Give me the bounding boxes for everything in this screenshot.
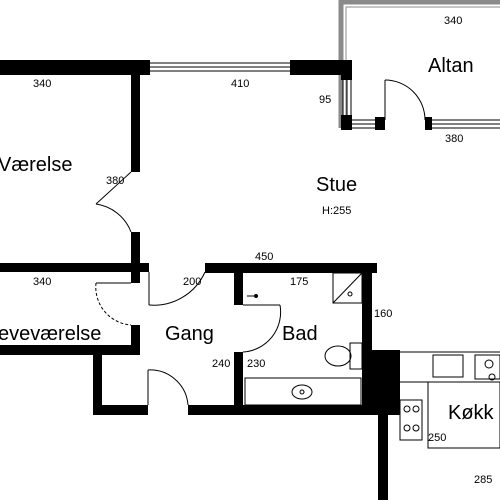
dim-altan-left: 95 [319, 94, 331, 106]
dim-stue-top: 410 [231, 78, 249, 90]
dim-vaerelse-top: 340 [33, 78, 51, 90]
walls [0, 60, 432, 500]
room-label-gaestevaerelse: eveværelse [0, 323, 101, 345]
dim-bad-top: 175 [290, 276, 308, 288]
dim-gang-top-wide: 450 [255, 251, 273, 263]
dim-bad-left: 230 [247, 358, 265, 370]
balcony-railing [338, 0, 500, 128]
room-label-vaerelse: Værelse [0, 154, 72, 176]
shower [332, 272, 363, 304]
dim-altan-bottom: 380 [445, 133, 463, 145]
window-stue-top [150, 62, 290, 72]
dim-gaest-top: 340 [33, 276, 51, 288]
window-altan [342, 80, 500, 129]
dim-altan-top: 340 [444, 15, 462, 27]
doors [95, 79, 426, 406]
shower-head-icon [247, 294, 258, 298]
dim-koekken-left: 250 [428, 432, 446, 444]
room-label-gang: Gang [165, 323, 214, 345]
dim-bad-right: 160 [374, 308, 392, 320]
room-label-bad: Bad [282, 323, 318, 345]
dim-gang-top: 200 [183, 276, 201, 288]
kitchen-counter [399, 351, 500, 449]
room-label-stue: Stue [316, 174, 357, 196]
dim-koekken-bottom: 285 [474, 474, 492, 486]
room-label-altan: Altan [428, 55, 474, 77]
bath-sink [244, 377, 362, 406]
room-label-koekken: Køkk [448, 402, 495, 424]
dim-vaerelse-right: 380 [106, 175, 124, 187]
room-height-stue: H:255 [322, 205, 351, 217]
toilet [324, 342, 363, 370]
dim-gang-right: 240 [212, 358, 230, 370]
